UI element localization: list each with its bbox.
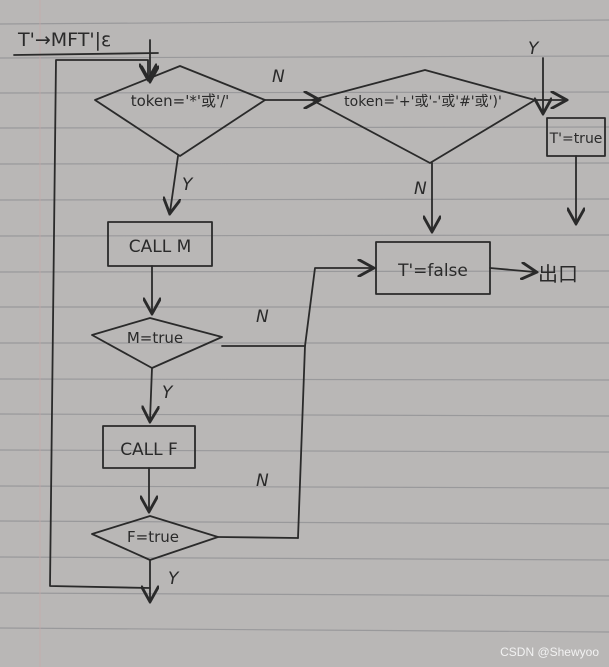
process-call-m-label: CALL M — [129, 237, 192, 257]
paper-rules — [0, 19, 609, 633]
edge-to-exit — [489, 268, 535, 272]
label-d3-yes: Y — [162, 383, 174, 403]
exit-label: 出口 — [538, 262, 578, 286]
label-d1-yes: Y — [182, 175, 194, 195]
process-t-false-label: T'=false — [397, 261, 468, 281]
decision-token-mul-div-label: token='*'或'/' — [131, 92, 230, 110]
label-d3-no: N — [256, 307, 269, 327]
decision-m-true-label: M=true — [127, 329, 183, 347]
edge-fail-join — [297, 268, 372, 539]
edge-d1-yes — [170, 155, 178, 212]
edge-d4-no — [217, 536, 299, 539]
decision-f-true-label: F=true — [127, 528, 179, 546]
process-call-m — [107, 221, 213, 267]
edge-d3-yes — [150, 367, 152, 420]
process-t-true-label: T'=true — [549, 131, 603, 147]
title-underline — [13, 52, 159, 56]
label-d1-no: N — [272, 67, 285, 87]
decision-m-true — [91, 317, 223, 369]
edge-loop-back — [49, 59, 150, 589]
decision-token-plus-minus — [311, 69, 536, 164]
label-d2-no: N — [414, 179, 427, 199]
decision-token-mul-div — [94, 65, 266, 157]
diagram-title: T'→MFT'|ε — [17, 29, 111, 51]
process-call-f-label: CALL F — [120, 440, 178, 460]
watermark: CSDN @Shewyoo — [500, 645, 599, 659]
label-d2-yes: Y — [528, 39, 540, 59]
decision-token-plus-minus-label: token='+'或'-'或'#'或')' — [344, 94, 502, 110]
label-d4-yes: Y — [168, 569, 180, 589]
label-d4-no: N — [256, 471, 269, 491]
